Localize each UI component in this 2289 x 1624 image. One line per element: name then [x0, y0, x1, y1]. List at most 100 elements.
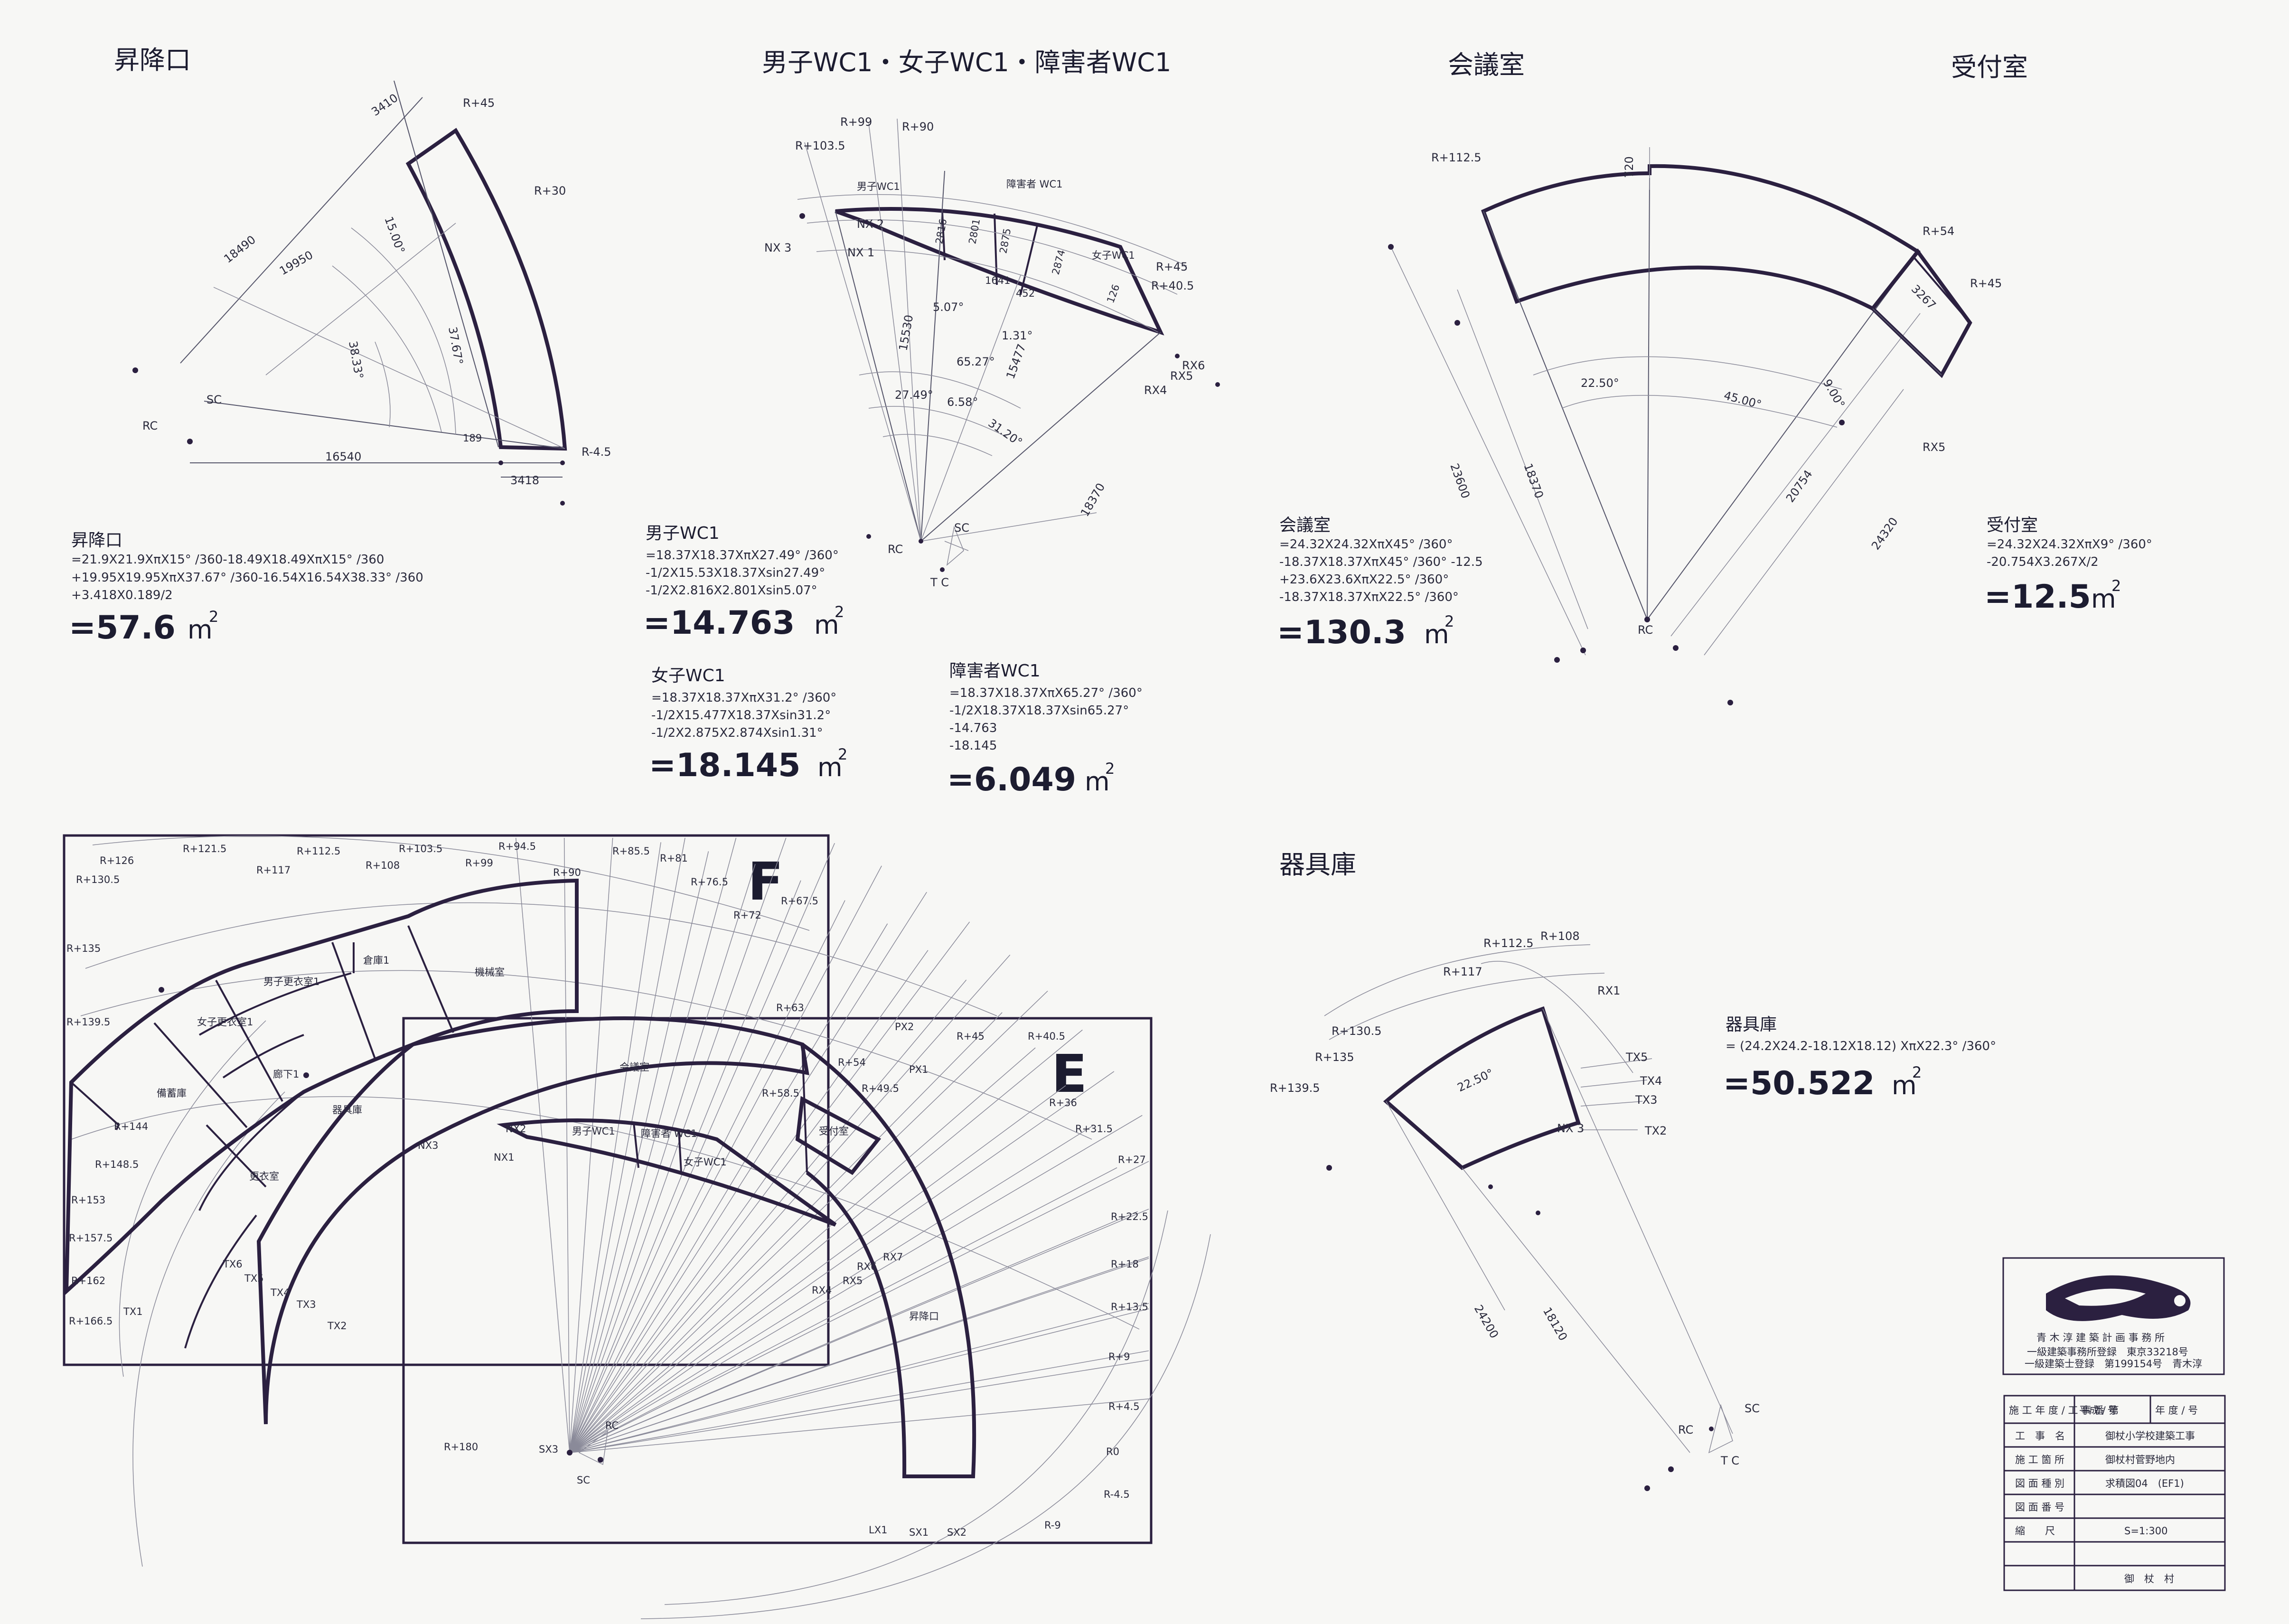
- title-block: 青 木 淳 建 築 計 画 事 務 所 一級建築事務所登録 東京33218号 一…: [2002, 1257, 2226, 1591]
- dim-nx1: NX 1: [847, 246, 874, 259]
- svg-text:R0: R0: [1106, 1446, 1119, 1457]
- room-womens-wc: 女子WC1: [684, 1156, 727, 1168]
- dim-19950: 19950: [277, 248, 315, 278]
- shokoguchi-result: =57.6: [69, 609, 176, 647]
- hc-result: =6.049: [947, 761, 1076, 798]
- frame-f-label: F: [748, 851, 783, 912]
- wc-section: 男子WC1・女子WC1・障害者WC1 R+99 R+90 R+103.5 R+4…: [643, 47, 1220, 798]
- dim-15530: 15530: [896, 314, 916, 352]
- plan-ray: [569, 954, 1011, 1453]
- plan-radius-labels: R+121.5 R+112.5 R+103.5 R+94.5 R+85.5 R+…: [66, 841, 1148, 1531]
- tb-v2-0: 年 度 / 号: [2155, 1405, 2198, 1416]
- svg-text:NX2: NX2: [506, 1123, 526, 1135]
- plan-ray: [569, 1012, 1003, 1453]
- dim-rc: RC: [142, 419, 158, 432]
- dim-r135: R+135: [1315, 1051, 1354, 1064]
- svg-text:RX5: RX5: [843, 1275, 863, 1286]
- plan-ray: [569, 843, 835, 1453]
- men-unit: m: [814, 610, 839, 640]
- room-locker: 更衣室: [249, 1171, 279, 1182]
- women-formula-2: -1/2X15.477X18.37Xsin31.2°: [651, 708, 831, 723]
- plan-room-labels: 男子更衣室1 女子更衣室1 倉庫1 機械室 備蓄庫 廊下1 器具庫 更衣室 会議…: [157, 955, 939, 1322]
- uketsuke-section: 受付室 R+54 R+45 3267 9.00° RX5 受付室 =24.32X…: [1820, 52, 2152, 616]
- frame-f: [63, 834, 830, 1366]
- dim-rx6: RX6: [1182, 359, 1205, 372]
- dim-18370-kaigi: 18370: [1521, 461, 1546, 500]
- shokoguchi-formula-3: +3.418X0.189/2: [71, 588, 173, 602]
- svg-text:R+180: R+180: [444, 1441, 478, 1453]
- svg-text:PX1: PX1: [909, 1064, 928, 1075]
- wc-men-tag: 男子WC1: [857, 181, 900, 192]
- dim-a3833: 38.33°: [346, 340, 366, 380]
- plan-ray: [569, 900, 845, 1453]
- dim-r108: R+108: [1540, 929, 1580, 943]
- hc-formula-3: -14.763: [949, 721, 997, 735]
- dim-sc: SC: [206, 393, 222, 406]
- svg-text:R+157.5: R+157.5: [69, 1232, 113, 1244]
- plan-ray: [569, 1360, 1149, 1453]
- dim-a3767: 37.67°: [446, 326, 466, 366]
- plan-ray: [569, 1303, 1149, 1453]
- svg-text:R+13.5: R+13.5: [1111, 1301, 1148, 1313]
- dim-2875: 2875: [997, 227, 1013, 254]
- svg-text:SX1: SX1: [909, 1527, 929, 1538]
- tb-v-2: 御杖村菅野地内: [2105, 1454, 2175, 1465]
- dim-tx4-kigu: TX4: [1640, 1074, 1662, 1088]
- shokoguchi-unit: m: [188, 615, 213, 645]
- tb-k-1: 工 事 名: [2015, 1430, 2065, 1442]
- dim-r1125-kaigi: R+112.5: [1431, 151, 1482, 164]
- shokoguchi-section: 昇降口 R+45 R+30 R-4.5 RC SC 16540 3418 189…: [69, 45, 611, 647]
- dim-rc-wc: RC: [888, 543, 903, 556]
- dim-2816: 2816: [933, 218, 949, 245]
- svg-text:R+31.5: R+31.5: [1075, 1123, 1113, 1135]
- shokoguchi-outline: [405, 128, 567, 451]
- plan-inner-ring: [256, 1016, 809, 1425]
- dim-r30: R+30: [534, 184, 566, 197]
- men-calc-label: 男子WC1: [646, 524, 720, 543]
- svg-text:R+18: R+18: [1111, 1258, 1139, 1270]
- dim-189: 189: [463, 432, 482, 444]
- tb-k-0: 施 工 年 度 / 工 事 番 号: [2009, 1405, 2117, 1416]
- dim-nx2: NX 2: [857, 217, 884, 231]
- plan-ray: [569, 837, 737, 1453]
- dim-r117: R+117: [1443, 965, 1482, 978]
- women-unit-sup: 2: [838, 745, 847, 763]
- firm-reg-1: 一級建築事務所登録 東京33218号: [2027, 1346, 2188, 1358]
- women-result: =18.145: [649, 747, 800, 784]
- plan-ray: [569, 864, 756, 1453]
- dim-sc-wc: SC: [954, 521, 969, 535]
- wc-title: 男子WC1・女子WC1・障害者WC1: [762, 47, 1171, 77]
- svg-text:R+103.5: R+103.5: [399, 843, 442, 854]
- plan-wc-band: [497, 1118, 837, 1227]
- shokoguchi-formula-2: +19.95X19.95XπX37.67° /360-16.54X16.54X3…: [71, 571, 423, 585]
- svg-text:TX4: TX4: [270, 1287, 290, 1298]
- svg-text:TX3: TX3: [296, 1299, 316, 1310]
- plan-ray: [569, 1167, 1117, 1453]
- dim-2874: 2874: [1050, 248, 1068, 276]
- plan-ray: [569, 837, 613, 1453]
- dim-18120: 18120: [1540, 1305, 1570, 1343]
- svg-text:TX2: TX2: [327, 1320, 347, 1332]
- plan-ray: [569, 921, 970, 1453]
- women-calc-label: 女子WC1: [651, 666, 725, 685]
- kaigi-formula-4: -18.37X18.37XπX22.5° /360°: [1279, 590, 1459, 604]
- tb-v-1: 御杖小学校建築工事: [2105, 1430, 2195, 1442]
- dim-720: 720: [1623, 156, 1636, 178]
- firm-logo: [2046, 1275, 2191, 1321]
- room-storage: 倉庫1: [363, 955, 389, 966]
- kaigi-title: 会議室: [1448, 50, 1525, 80]
- dim-126: 126: [1105, 283, 1122, 305]
- dim-24200: 24200: [1472, 1303, 1501, 1341]
- svg-text:R+36: R+36: [1049, 1097, 1077, 1108]
- dim-sc-kigu: SC: [1745, 1402, 1760, 1415]
- men-result: =14.763: [643, 604, 795, 642]
- kaigi-formula-1: =24.32X24.32XπX45° /360°: [1279, 537, 1453, 552]
- tb-v-6: 御 杖 村: [2124, 1573, 2174, 1585]
- svg-text:R+162: R+162: [71, 1275, 105, 1286]
- hc-unit: m: [1085, 767, 1110, 797]
- dim-16540: 16540: [325, 450, 361, 463]
- women-formula-1: =18.37X18.37XπX31.2° /360°: [651, 691, 836, 705]
- room-entrance: 昇降口: [909, 1311, 939, 1322]
- kigu-section: 器具庫 R+112.5 R+108 R+117 R+130.5 R+135 R+…: [1270, 850, 1996, 1491]
- uketsuke-title: 受付室: [1951, 52, 2028, 82]
